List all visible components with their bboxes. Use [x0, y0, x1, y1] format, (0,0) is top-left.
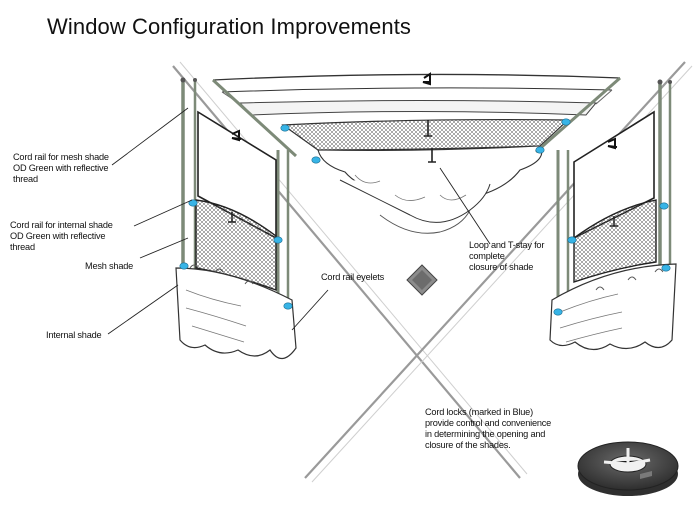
- cord-lock-part-icon: [577, 441, 679, 496]
- cord-locks-line-4: closure of the shades.: [425, 440, 511, 450]
- cord-lock-marker: [179, 262, 189, 270]
- cord-lock-marker: [659, 202, 669, 210]
- cord-lock-marker: [188, 199, 198, 207]
- loop-tstay-line-3: closure of shade: [469, 262, 534, 272]
- top-window: [211, 72, 621, 234]
- center-hub: [406, 264, 438, 296]
- cord-lock-marker: [280, 124, 290, 132]
- cord-lock-marker: [661, 264, 671, 272]
- cord-rail-eyelets-label: Cord rail eyelets: [321, 272, 384, 282]
- cord-locks-line-2: provide control and convenience: [425, 418, 552, 428]
- cord-rail-internal-line-2: OD Green with reflective: [10, 231, 106, 241]
- cord-rail-mesh-label: Cord rail for mesh shade OD Green with r…: [13, 152, 109, 185]
- cord-lock-marker: [311, 156, 321, 164]
- cord-lock-marker: [535, 146, 545, 154]
- cord-rail-internal-label: Cord rail for internal shade OD Green wi…: [10, 220, 113, 253]
- cord-lock-markers: [179, 118, 671, 316]
- left-window: [175, 77, 297, 360]
- cord-locks-label: Cord locks (marked in Blue) provide cont…: [425, 407, 551, 451]
- leader-lines: [107, 107, 491, 335]
- right-window: [549, 79, 677, 351]
- cord-lock-marker: [283, 302, 293, 310]
- cord-locks-line-1: Cord locks (marked in Blue): [425, 407, 533, 417]
- loop-tstay-line-1: Loop and T-stay for: [469, 240, 545, 250]
- cord-lock-marker: [567, 236, 577, 244]
- cord-rail-internal-line-3: thread: [10, 242, 35, 252]
- cord-lock-marker: [553, 308, 563, 316]
- page-title: Window Configuration Improvements: [47, 14, 412, 39]
- internal-shade-label: Internal shade: [46, 330, 102, 340]
- cord-lock-marker: [273, 236, 283, 244]
- cord-rail-internal-line-1: Cord rail for internal shade: [10, 220, 113, 230]
- cord-rail-mesh-line-1: Cord rail for mesh shade: [13, 152, 109, 162]
- loop-tstay-label: Loop and T-stay for complete closure of …: [469, 240, 544, 273]
- cord-lock-marker: [561, 118, 571, 126]
- mesh-shade-label: Mesh shade: [85, 261, 134, 271]
- cord-rail-mesh-line-3: thread: [13, 174, 38, 184]
- cord-locks-line-3: in determining the opening and: [425, 429, 546, 439]
- loop-tstay-line-2: complete: [469, 251, 505, 261]
- cord-rail-mesh-line-2: OD Green with reflective: [13, 163, 109, 173]
